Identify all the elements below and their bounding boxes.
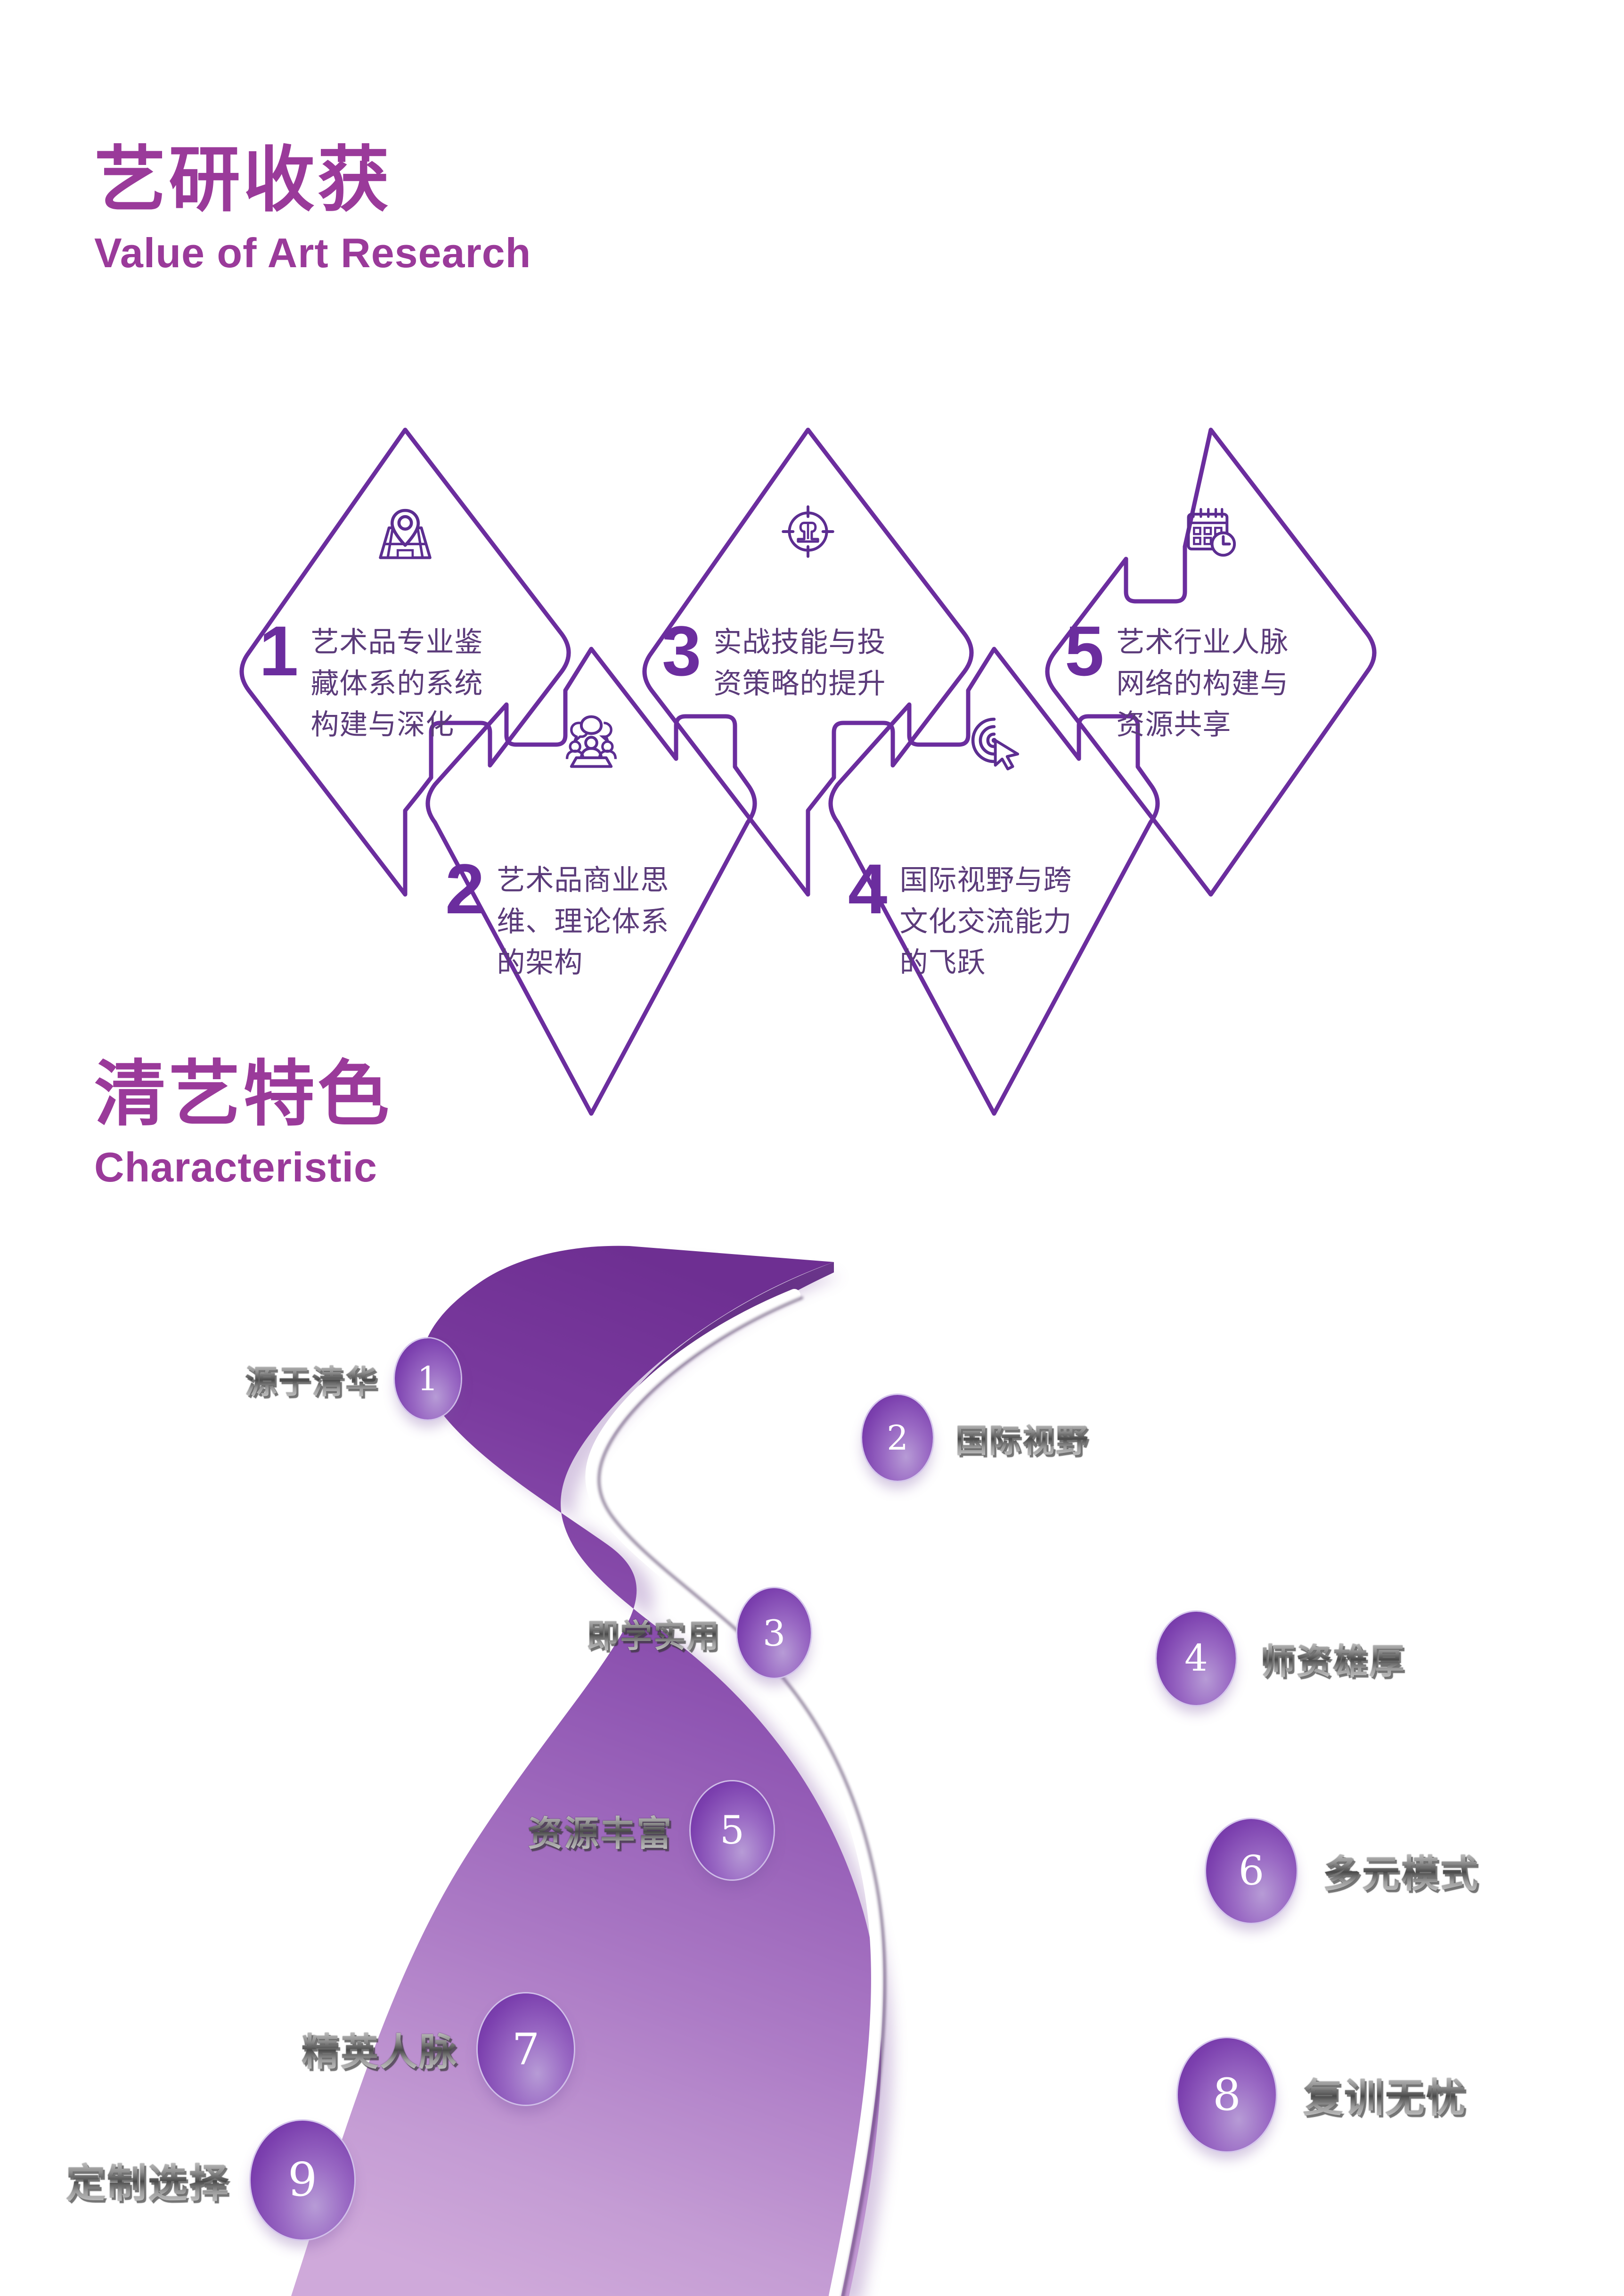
- diamond-card-4-text: 国际视野与跨文化交流能力的飞跃: [899, 864, 1072, 980]
- road-node-7-bubble[interactable]: 7: [478, 1993, 574, 2105]
- section-title-cn: 清艺特色: [94, 1052, 392, 1136]
- target-click-icon: [963, 709, 1025, 771]
- road-node-4-number: 4: [1184, 1637, 1208, 1680]
- road-node-1[interactable]: 源于清华 1: [245, 1338, 461, 1419]
- road-node-7-label: 精英人脉: [302, 2022, 458, 2076]
- diamond-outline-1: [239, 427, 571, 897]
- road-node-5-number: 5: [719, 1808, 745, 1853]
- road-center-line-shadow: [597, 1296, 886, 2296]
- target-people-icon: [777, 500, 839, 563]
- section-title-cn: 艺研收获: [94, 138, 392, 221]
- road-node-9-number: 9: [287, 2153, 318, 2207]
- diamond-card-1-body: 1 艺术品专业鉴藏体系的系统构建与深化: [259, 615, 551, 746]
- road-node-8-number: 8: [1213, 2069, 1241, 2121]
- road-node-8-label: 复训无忧: [1303, 2066, 1467, 2124]
- diamond-card-group: 1 艺术品专业鉴藏体系的系统构建与深化 2 艺术品商业思维、理: [0, 401, 1624, 1116]
- diamond-card-4-number: 4: [848, 849, 888, 928]
- road-node-2[interactable]: 2 国际视野: [862, 1395, 1089, 1481]
- map-pin-icon: [374, 500, 436, 563]
- road-node-9-label: 定制选择: [66, 2152, 230, 2209]
- road-node-5-bubble[interactable]: 5: [691, 1781, 774, 1879]
- road-node-4[interactable]: 4 师资雄厚: [1157, 1612, 1405, 1705]
- diamond-card-3[interactable]: 3 实战技能与投资策略的提升: [629, 419, 987, 905]
- diamond-card-2-body: 2 艺术品商业思维、理论体系的架构: [445, 853, 737, 984]
- road-node-3-label: 即学实用: [587, 1610, 720, 1656]
- diamond-outline-2: [425, 647, 757, 1116]
- road-ribbon: [291, 1246, 893, 2296]
- calendar-clock-icon: [1180, 500, 1242, 563]
- road-node-5[interactable]: 资源丰富 5: [528, 1781, 774, 1879]
- road-node-1-number: 1: [417, 1360, 439, 1398]
- road-diagram: 源于清华 1 2 国际视野 即学实用 3 4 师资雄厚 资源丰富 5 6: [0, 1239, 1624, 2296]
- diamond-card-4-body: 4 国际视野与跨文化交流能力的飞跃: [848, 853, 1140, 984]
- road-node-7-number: 7: [512, 2024, 540, 2075]
- diamond-card-2[interactable]: 2 艺术品商业思维、理论体系的架构: [412, 639, 770, 1124]
- diamond-card-3-number: 3: [662, 611, 702, 690]
- road-node-1-bubble[interactable]: 1: [395, 1338, 461, 1419]
- diamond-card-2-text: 艺术品商业思维、理论体系的架构: [497, 864, 669, 980]
- diamond-outline-5: [1045, 427, 1377, 897]
- meeting-people-icon: [560, 709, 622, 771]
- section-heading-characteristic: 清艺特色 Characteristic: [94, 1052, 392, 1193]
- diamond-card-3-text: 实战技能与投资策略的提升: [713, 626, 886, 700]
- diamond-card-1-text: 艺术品专业鉴藏体系的系统构建与深化: [310, 626, 483, 742]
- diamond-card-4[interactable]: 4 国际视野与跨文化交流能力的飞跃: [815, 639, 1173, 1124]
- road-node-6-number: 6: [1238, 1847, 1265, 1894]
- diamond-card-3-body: 3 实战技能与投资策略的提升: [662, 615, 954, 705]
- road-node-8-bubble[interactable]: 8: [1178, 2038, 1276, 2151]
- road-node-6[interactable]: 6 多元模式: [1206, 1819, 1479, 1923]
- diamond-outline-4: [828, 647, 1160, 1116]
- road-node-1-label: 源于清华: [245, 1356, 379, 1402]
- road-node-4-bubble[interactable]: 4: [1157, 1612, 1236, 1705]
- diamond-outline-3: [642, 427, 974, 897]
- road-node-6-bubble[interactable]: 6: [1206, 1819, 1297, 1923]
- road-node-9-bubble[interactable]: 9: [251, 2121, 355, 2239]
- road-center-line: [585, 1289, 883, 2296]
- section-title-en: Value of Art Research: [94, 230, 531, 277]
- road-node-2-bubble[interactable]: 2: [862, 1395, 933, 1481]
- road-node-8[interactable]: 8 复训无忧: [1178, 2038, 1467, 2151]
- road-node-7[interactable]: 精英人脉 7: [302, 1993, 574, 2105]
- section-title-en: Characteristic: [94, 1144, 377, 1191]
- road-surface: [291, 1246, 881, 2296]
- road-node-6-label: 多元模式: [1323, 1844, 1479, 1898]
- road-tail-highlight: [604, 1262, 834, 1444]
- diamond-card-1-number: 1: [259, 611, 299, 690]
- diamond-card-5[interactable]: 5 艺术行业人脉网络的构建与资源共享: [1032, 419, 1390, 905]
- road-node-4-label: 师资雄厚: [1260, 1633, 1405, 1684]
- diamond-card-5-number: 5: [1065, 611, 1104, 690]
- road-node-3[interactable]: 即学实用 3: [587, 1588, 811, 1678]
- diamond-card-2-number: 2: [445, 849, 485, 928]
- road-node-9[interactable]: 定制选择 9: [66, 2121, 355, 2239]
- road-node-5-label: 资源丰富: [528, 1805, 673, 1856]
- road-node-2-label: 国际视野: [955, 1415, 1089, 1461]
- diamond-card-5-body: 5 艺术行业人脉网络的构建与资源共享: [1065, 615, 1357, 746]
- section-heading-value-of-art-research: 艺研收获 Value of Art Research: [94, 141, 531, 279]
- road-node-2-number: 2: [887, 1418, 908, 1458]
- diamond-card-1[interactable]: 1 艺术品专业鉴藏体系的系统构建与深化: [226, 419, 584, 905]
- diamond-card-5-text: 艺术行业人脉网络的构建与资源共享: [1116, 626, 1289, 742]
- road-node-3-number: 3: [762, 1612, 786, 1654]
- road-node-3-bubble[interactable]: 3: [737, 1588, 811, 1678]
